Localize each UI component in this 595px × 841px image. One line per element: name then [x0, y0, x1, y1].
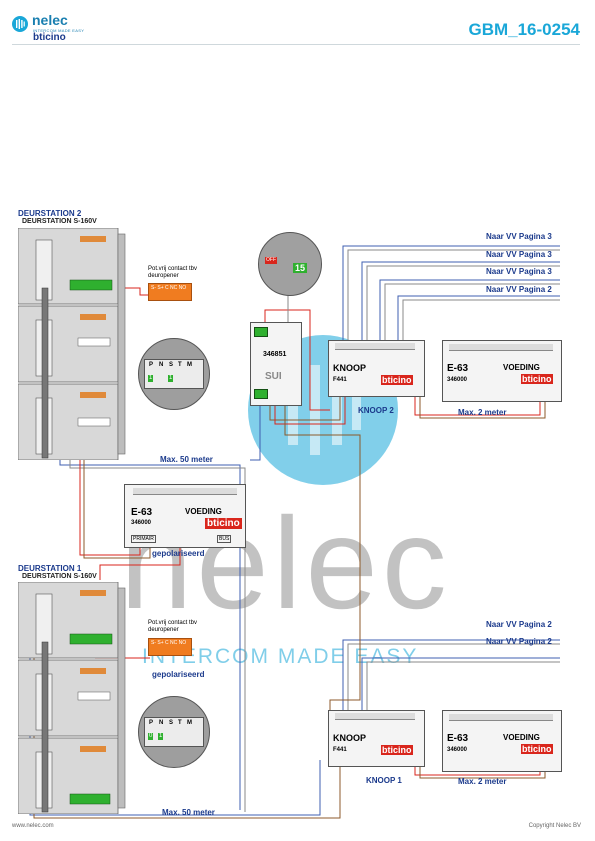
dip-value-2: 1: [158, 733, 164, 740]
dip-label-t: T: [178, 362, 182, 368]
knoop2-output-2: Naar VV Pagina 3: [486, 250, 552, 259]
interface-code: 346851: [263, 351, 287, 358]
knoop2-brand: bticino: [381, 375, 413, 385]
cable-label-upper: Max. 50 meter: [160, 455, 213, 464]
header-divider: [12, 44, 580, 45]
knoop1-title: KNOOP: [333, 733, 367, 743]
knoop2-output-1: Naar VV Pagina 3: [486, 232, 552, 241]
knoop1-psu-label: VOEDING: [503, 733, 540, 742]
knoop1-max-label: Max. 2 meter: [458, 777, 507, 786]
brand-tagline: INTERCOM MADE EASY: [33, 28, 85, 33]
knoop2-psu-label: VOEDING: [503, 363, 540, 372]
knoop2-top-terminals: [335, 343, 415, 350]
nelec-logo-icon: [12, 16, 28, 32]
interface-jumper-zoom: OFF 15: [258, 232, 322, 296]
station1-dip-panel: P N S T M 0 1: [144, 717, 204, 747]
station1-contact-label: Pot.vrij contact tbv deuropener: [148, 620, 198, 633]
knoop1-psu-code: 346000: [447, 747, 468, 753]
center-psu-model: E-63: [131, 507, 153, 518]
center-psu-label: VOEDING: [185, 507, 222, 516]
station2-contact-label: Pot.vrij contact tbv deuropener: [148, 266, 198, 279]
knoop1-output-2: Naar VV Pagina 2: [486, 637, 552, 646]
document-code: GBM_16-0254: [468, 20, 580, 39]
interface-bottom-terminals: [254, 389, 268, 399]
center-psu-brand: bticino: [205, 518, 242, 529]
dip-label-n: N: [159, 720, 164, 726]
header: nelec INTERCOM MADE EASY bticino GBM_16-…: [0, 0, 595, 45]
station1-polarised-label: gepolariseerd: [152, 670, 205, 679]
dip-label-p: P: [149, 362, 154, 368]
footer-url[interactable]: www.nelec.com: [12, 823, 54, 829]
knoop1-module: KNOOP F441 bticino: [328, 710, 425, 767]
knoop2-title: KNOOP: [333, 363, 367, 373]
center-psu: E-63 VOEDING 346000 bticino PRIMAIR BUS: [124, 484, 246, 548]
knoop2-caption: KNOOP 2: [358, 406, 394, 415]
dip-label-p: P: [149, 720, 154, 726]
dip-label-s: S: [169, 362, 174, 368]
center-psu-polarised-label: gepolariseerd: [152, 549, 205, 558]
center-psu-primair: PRIMAIR: [131, 535, 156, 543]
dip-value-2: 1: [168, 375, 174, 382]
knoop2-psu-code: 346000: [447, 377, 468, 383]
station2-dip-panel: P N S T M 1 1: [144, 359, 204, 389]
dip-label-m: M: [187, 362, 192, 368]
knoop1-brand: bticino: [381, 745, 413, 755]
interface-off-label: OFF: [265, 257, 277, 264]
knoop1-caption: KNOOP 1: [366, 776, 402, 785]
station1-unit: [17, 581, 126, 815]
dip-label-n: N: [159, 362, 164, 368]
knoop2-output-3: Naar VV Pagina 3: [486, 267, 552, 276]
station2-contact-block: S- S+ C NC NO: [148, 283, 192, 301]
knoop1-psu-model: E-63: [447, 733, 469, 744]
station2-dip-zoom: P N S T M 1 1: [138, 338, 210, 410]
footer-copyright: Copyright Nelec BV: [528, 823, 581, 829]
cable-label-lower: Max. 50 meter: [162, 808, 215, 817]
knoop2-psu-model: E-63: [447, 363, 469, 374]
station2-unit: [17, 227, 126, 461]
knoop1-top-terminals: [335, 713, 415, 720]
station2-module-drawing: [17, 227, 126, 461]
interface-module: 346851 SUI: [250, 322, 302, 406]
dip-value-1: 1: [148, 375, 154, 382]
center-psu-top-terminals: [133, 488, 237, 495]
knoop2-psu-brand: bticino: [521, 374, 553, 384]
brand-name: nelec: [32, 12, 68, 28]
interface-sui: SUI: [265, 371, 282, 382]
knoop1-psu: E-63 VOEDING 346000 bticino: [442, 710, 562, 772]
knoop1-output-1: Naar VV Pagina 2: [486, 620, 552, 629]
station1-contact-block: S- S+ C NC NO: [148, 638, 192, 656]
station1-contact-terminals: S- S+ C NC NO: [151, 640, 187, 646]
nelec-bars-icon: [16, 19, 25, 29]
knoop1-psu-top-terminals: [449, 714, 553, 721]
center-psu-code: 346000: [131, 520, 152, 526]
center-psu-bus: BUS: [217, 535, 232, 543]
dip-value-1: 0: [148, 733, 154, 740]
knoop2-module: KNOOP F441 bticino: [328, 340, 425, 397]
knoop2-psu: E-63 VOEDING 346000 bticino: [442, 340, 562, 402]
knoop1-psu-brand: bticino: [521, 744, 553, 754]
dip-label-t: T: [178, 720, 182, 726]
knoop1-model: F441: [333, 747, 347, 753]
station1-subtitle: DEURSTATION S-160V: [22, 573, 97, 580]
interface-jumper-value: 15: [293, 263, 308, 273]
station2-title: DEURSTATION 2: [18, 209, 82, 218]
dip-label-m: M: [187, 720, 192, 726]
dip-label-s: S: [169, 720, 174, 726]
knoop2-output-4: Naar VV Pagina 2: [486, 285, 552, 294]
knoop2-max-label: Max. 2 meter: [458, 408, 507, 417]
knoop2-model: F441: [333, 377, 347, 383]
station1-module-drawing: [17, 581, 126, 815]
station2-subtitle: DEURSTATION S-160V: [22, 218, 97, 225]
interface-top-terminals: [254, 327, 268, 337]
station1-dip-zoom: P N S T M 0 1: [138, 696, 210, 768]
station2-contact-terminals: S- S+ C NC NO: [151, 285, 187, 291]
station1-title: DEURSTATION 1: [18, 564, 82, 573]
bticino-logo: bticino: [33, 32, 66, 43]
knoop2-psu-top-terminals: [449, 344, 553, 351]
